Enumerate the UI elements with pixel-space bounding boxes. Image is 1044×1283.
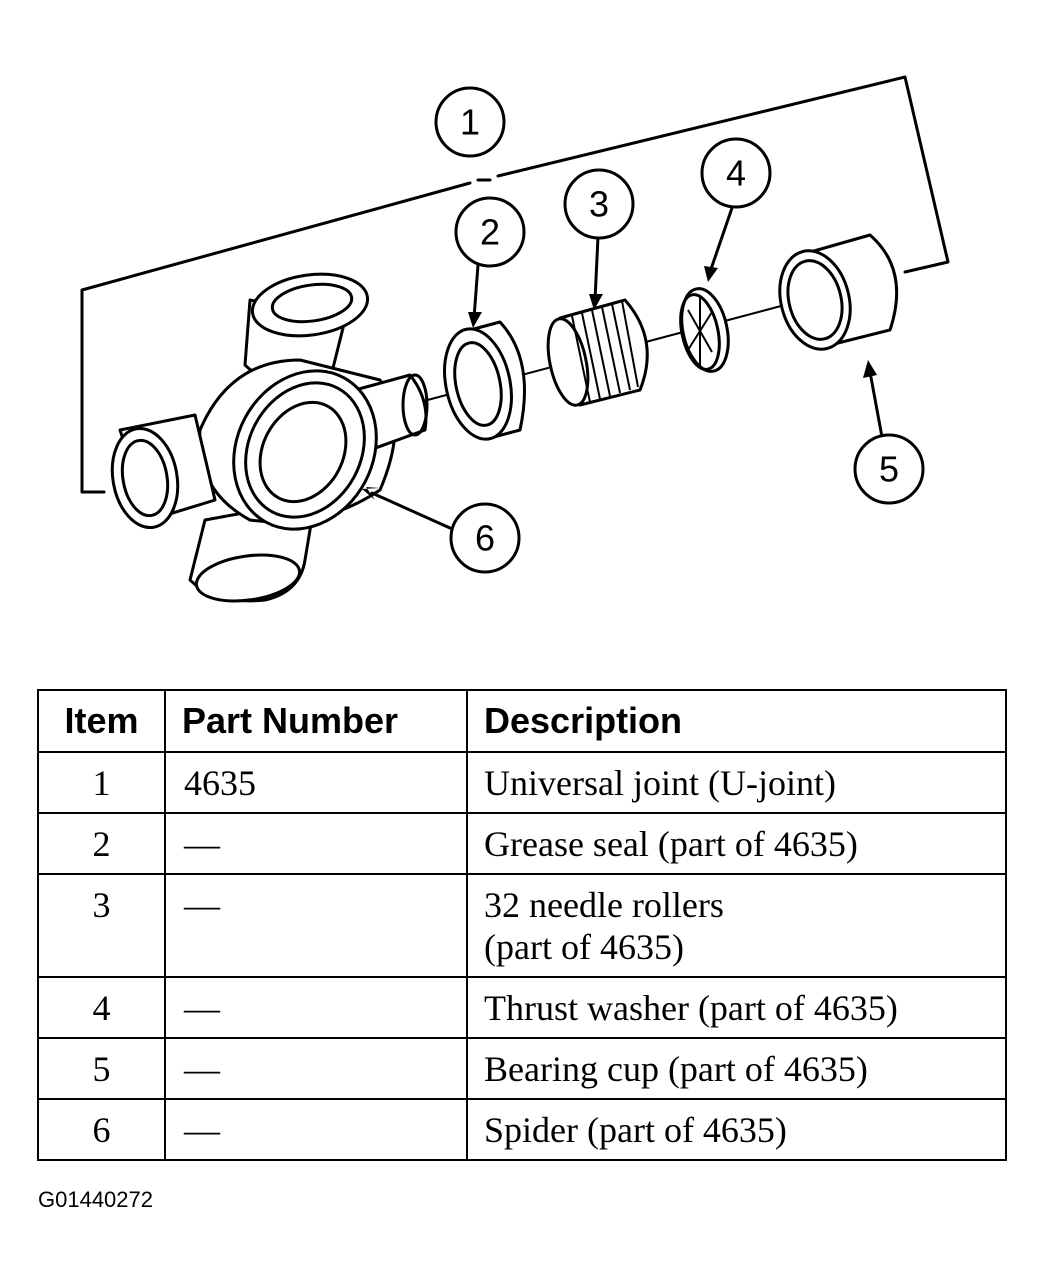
- callout-4-label: 4: [726, 153, 746, 194]
- callout-6: 6: [449, 502, 521, 574]
- needle-rollers-part: [546, 298, 649, 407]
- figure-id: G01440272: [38, 1187, 153, 1212]
- callout-3-label: 3: [589, 184, 609, 225]
- row-description: 32 needle rollers (part of 4635): [466, 873, 1007, 978]
- callout-leaders: [362, 203, 884, 530]
- callout-4: 4: [700, 137, 772, 209]
- row-item: 1: [37, 751, 166, 814]
- u-joint-exploded-illustration: 1 2 3 4 5 6: [80, 75, 950, 603]
- row-part-number: —: [164, 1098, 468, 1161]
- row-description: Thrust washer (part of 4635): [466, 976, 1007, 1039]
- row-item: 4: [37, 976, 166, 1039]
- row-part-number: —: [164, 812, 468, 875]
- row-description: Grease seal (part of 4635): [466, 812, 1007, 875]
- callout-5: 5: [853, 433, 925, 505]
- callout-2-label: 2: [480, 212, 500, 253]
- row-part-number: —: [164, 1037, 468, 1100]
- thrust-washer-part: [679, 287, 730, 373]
- table-row: 4 — Thrust washer (part of 4635): [37, 976, 1007, 1039]
- table-row: 6 — Spider (part of 4635): [37, 1098, 1007, 1161]
- row-description: Universal joint (U-joint): [466, 751, 1007, 814]
- parts-table-header-row: Item Part Number Description: [37, 689, 1007, 753]
- table-row: 1 4635 Universal joint (U-joint): [37, 751, 1007, 814]
- header-description: Description: [466, 689, 1007, 753]
- spider-part: [110, 272, 429, 603]
- callout-6-label: 6: [475, 518, 495, 559]
- parts-table: Item Part Number Description 1 4635 Univ…: [37, 689, 1007, 1161]
- row-description: Spider (part of 4635): [466, 1098, 1007, 1161]
- callout-2: 2: [454, 196, 526, 268]
- header-part-number: Part Number: [164, 689, 468, 753]
- row-part-number: —: [164, 976, 468, 1039]
- row-part-number: —: [164, 873, 468, 978]
- row-item: 3: [37, 873, 166, 978]
- row-description: Bearing cup (part of 4635): [466, 1037, 1007, 1100]
- table-row: 5 — Bearing cup (part of 4635): [37, 1037, 1007, 1100]
- grease-seal-part: [443, 320, 526, 441]
- bearing-cup-part: [778, 233, 899, 351]
- callout-1-label: 1: [460, 102, 480, 143]
- table-row: 2 — Grease seal (part of 4635): [37, 812, 1007, 875]
- callout-5-label: 5: [879, 449, 899, 490]
- table-row: 3 — 32 needle rollers (part of 4635): [37, 873, 1007, 978]
- callout-3: 3: [563, 168, 635, 240]
- row-part-number: 4635: [164, 751, 468, 814]
- row-item: 2: [37, 812, 166, 875]
- row-item: 6: [37, 1098, 166, 1161]
- header-item: Item: [37, 689, 166, 753]
- callout-1: 1: [434, 86, 506, 158]
- assembly-bracket: [80, 75, 950, 494]
- row-item: 5: [37, 1037, 166, 1100]
